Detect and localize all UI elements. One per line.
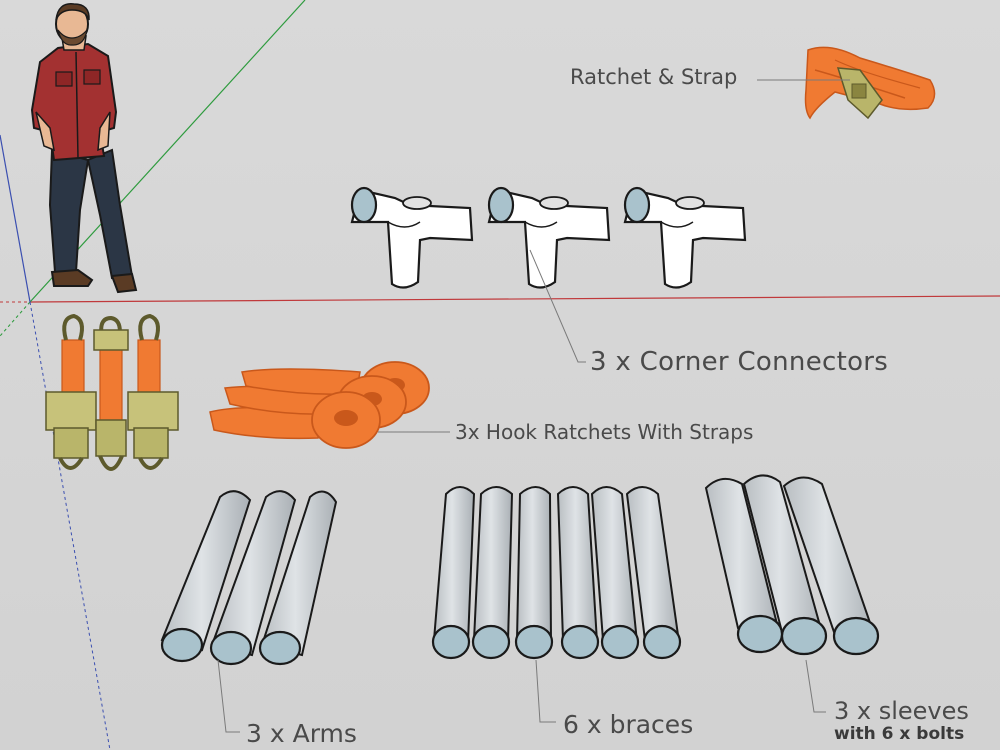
brace-pipe: [625, 486, 682, 660]
brace-pipe: [514, 486, 554, 660]
arms-leader: [217, 659, 240, 733]
sleeve-pipe: [704, 477, 784, 654]
label-arms: 3 x Arms: [246, 719, 357, 748]
sleeve-pipe: [782, 476, 880, 656]
right-shoe: [110, 272, 138, 294]
sleeve-pipe: [742, 474, 828, 656]
person-figure[interactable]: [30, 3, 138, 294]
brace-pipe: [431, 486, 476, 660]
left-shoe: [50, 268, 94, 287]
label-hook-ratchets: 3x Hook Ratchets With Straps: [455, 420, 754, 444]
braces-leader: [535, 659, 556, 723]
arms-pipes[interactable]: [160, 490, 338, 666]
right-leg: [86, 148, 134, 280]
sleeves-pipes[interactable]: [704, 474, 880, 656]
label-sleeves-bolts: with 6 x bolts: [834, 724, 965, 744]
label-braces: 6 x braces: [563, 710, 694, 739]
left-leg: [48, 148, 90, 273]
braces-pipes[interactable]: [431, 486, 682, 660]
green-axis-dashed: [0, 301, 31, 337]
arm-pipe: [258, 490, 338, 666]
corner-connectors-leader: [529, 249, 586, 363]
corner-connector[interactable]: [350, 186, 474, 289]
hook-ratchets-illustration[interactable]: [45, 313, 179, 471]
arm-pipe: [209, 490, 297, 666]
brace-pipe: [471, 486, 514, 660]
sleeves-leader: [805, 659, 826, 713]
arm-pipe: [160, 490, 252, 663]
strap-rolls-illustration[interactable]: [209, 361, 430, 449]
label-corner-connectors: 3 x Corner Connectors: [590, 347, 889, 377]
red-axis-line: [29, 295, 1000, 303]
blue-axis-line: [0, 134, 31, 303]
corner-connector[interactable]: [623, 186, 747, 289]
blue-axis-dashed: [29, 301, 111, 750]
brace-pipe: [590, 486, 640, 660]
label-ratchet-strap: Ratchet & Strap: [570, 65, 738, 89]
corner-connector[interactable]: [487, 186, 611, 289]
label-sleeves: 3 x sleeves: [834, 697, 969, 725]
brace-pipe: [556, 486, 600, 660]
ratchet-strap-illustration[interactable]: [804, 46, 936, 120]
